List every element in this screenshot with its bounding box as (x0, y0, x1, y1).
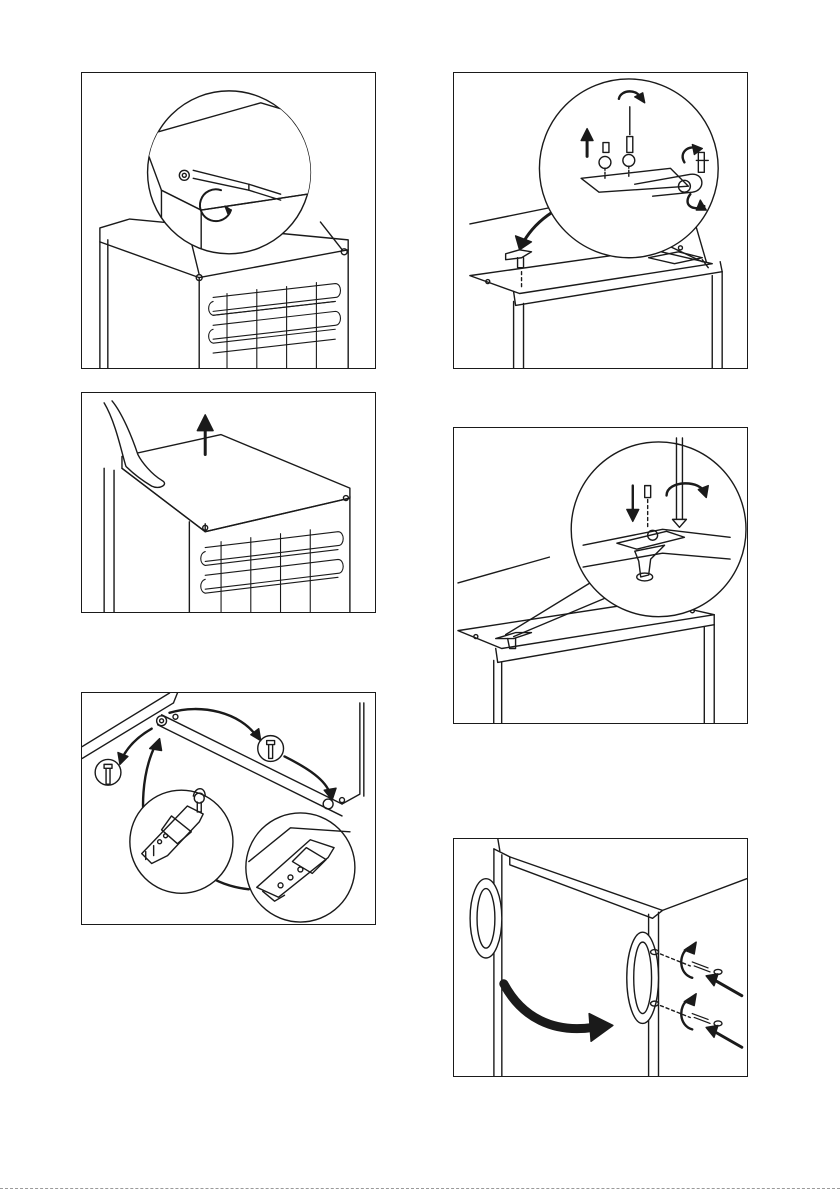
figure-6-move-handle (453, 838, 748, 1077)
figure-1-drawing (82, 73, 375, 368)
figure-6-drawing (454, 839, 747, 1076)
figure-2-lift-top-cover (81, 392, 376, 613)
figure-2-drawing (82, 393, 375, 612)
figure-1-unscrew-top-cover (81, 72, 376, 369)
figure-3-swap-hinge (81, 692, 376, 925)
figure-5-fasten-hinge-bracket (453, 427, 748, 724)
figure-3-drawing (82, 693, 375, 924)
page-bottom-rule (0, 1188, 840, 1189)
figure-5-drawing (454, 428, 747, 723)
figure-4-drawing (454, 73, 747, 368)
figure-4-remove-hinge-bracket (453, 72, 748, 369)
